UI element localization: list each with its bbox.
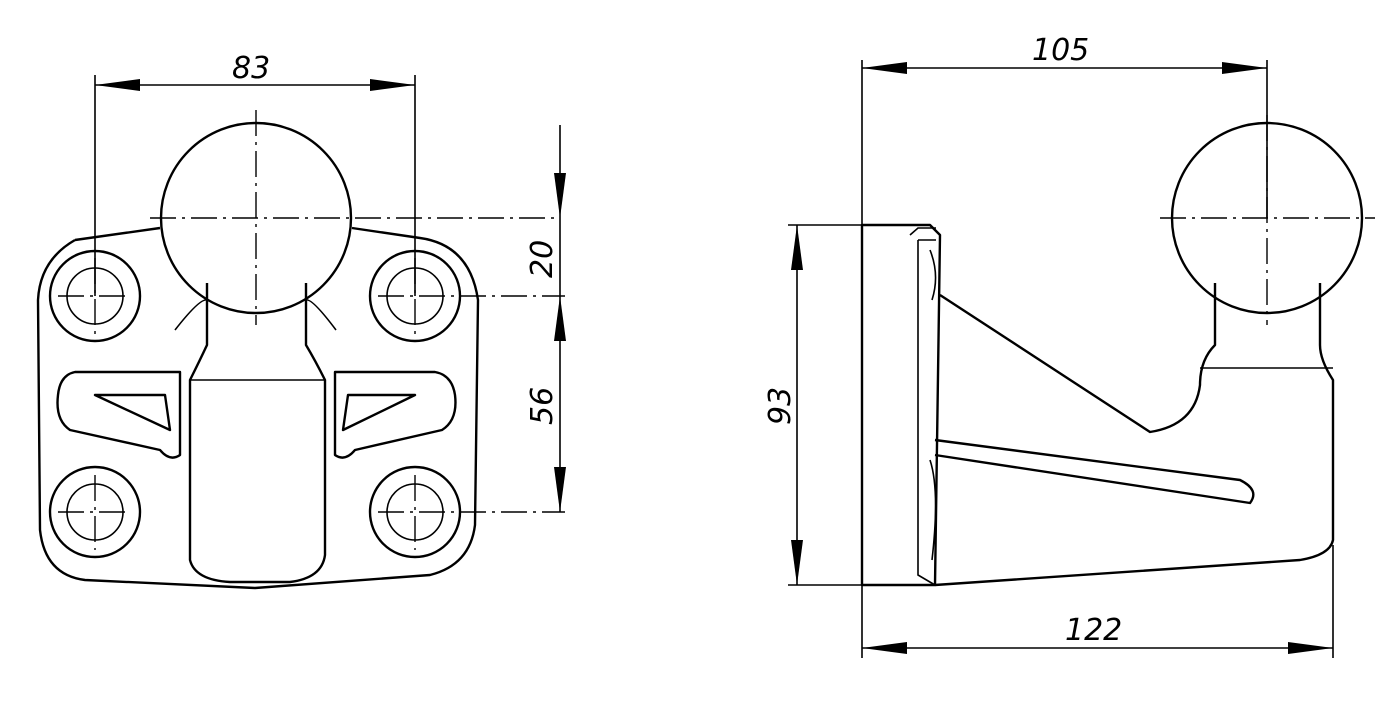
- mounting-plate-outline: [36, 226, 480, 590]
- right-gusset: [333, 370, 457, 459]
- front-view: 83 20 56: [36, 51, 566, 590]
- dimension-105: 105: [1032, 33, 1089, 68]
- dimension-93: 93: [763, 387, 798, 425]
- side-body: [934, 283, 1335, 587]
- ball-neck: [188, 283, 327, 584]
- side-plate: [860, 223, 942, 587]
- side-view: 105 122 93: [763, 33, 1375, 658]
- dimension-122: 122: [1065, 613, 1122, 648]
- center-lines: [58, 110, 565, 550]
- dimension-20: 20: [525, 240, 560, 278]
- dimension-56: 56: [525, 387, 560, 425]
- left-gusset: [56, 370, 182, 459]
- dimension-83: 83: [232, 51, 270, 86]
